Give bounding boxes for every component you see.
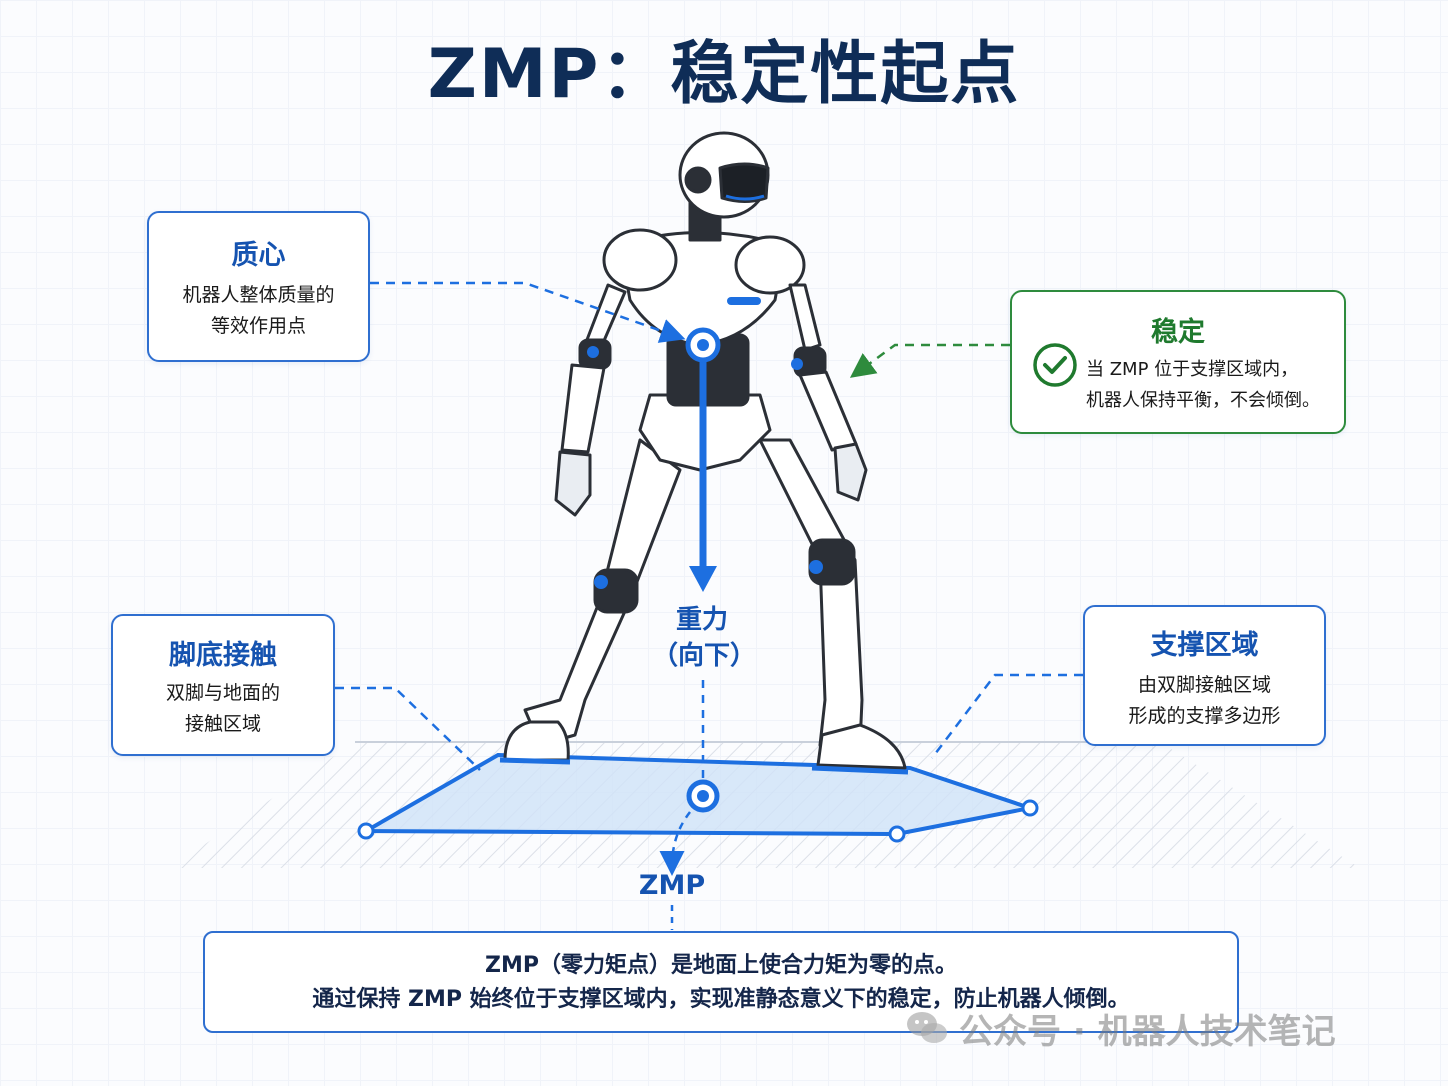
stable-card: 稳定 当 ZMP 位于支撑区域内， 机器人保持平衡，不会倾倒。 (1010, 290, 1346, 434)
zmp-label: ZMP (638, 870, 706, 901)
foot-card-title: 脚底接触 (169, 640, 277, 671)
definition-line1: ZMP（零力矩点）是地面上使合力矩为零的点。 (485, 953, 957, 978)
stable-card-line2: 机器人保持平衡，不会倾倒。 (1086, 390, 1320, 411)
zmp-pointer-line (659, 811, 691, 876)
support-region-card: 支撑区域 由双脚接触区域 形成的支撑多边形 (1083, 605, 1326, 746)
wechat-icon (907, 1012, 947, 1043)
foot-card-body: 双脚与地面的 接触区域 (165, 682, 280, 735)
definition-line2: 通过保持 ZMP 始终位于支撑区域内，实现准静态意义下的稳定，防止机器人倾倒。 (312, 987, 1130, 1012)
support-leader-line (931, 673, 1083, 759)
support-card-body: 由双脚接触区域 形成的支撑多边形 (1128, 674, 1281, 727)
right-knee-joint (808, 538, 856, 586)
zmp-definition-card: ZMP（零力矩点）是地面上使合力矩为零的点。 通过保持 ZMP 始终位于支撑区域… (203, 931, 1239, 1033)
zmp-point-marker (686, 779, 720, 813)
watermark-text: 公众号 · 机器人技术笔记 (959, 1011, 1336, 1052)
stable-card-title: 稳定 (1151, 317, 1205, 348)
stable-leader-line (849, 343, 1010, 378)
page-title: ZMP：稳定性起点 (427, 35, 1021, 114)
support-card-title: 支撑区域 (1150, 630, 1259, 661)
center-of-mass-marker (685, 327, 721, 363)
foot-leader-line (335, 686, 481, 771)
gravity-arrow (689, 345, 717, 592)
stable-card-line1: 当 ZMP 位于支撑区域内， (1086, 359, 1299, 380)
gravity-label: 重力 （向下） (652, 605, 757, 671)
polygon-vertex (357, 822, 375, 840)
polygon-vertex (1021, 799, 1039, 817)
foot-contact-card: 脚底接触 双脚与地面的 接触区域 (111, 614, 335, 756)
com-card-body: 机器人整体质量的 等效作用点 (182, 284, 335, 337)
polygon-vertex (888, 825, 906, 843)
check-circle-icon (1033, 343, 1077, 387)
center-of-mass-card: 质心 机器人整体质量的 等效作用点 (147, 211, 370, 362)
right-foot (816, 723, 907, 770)
com-leader-line (370, 281, 686, 343)
left-foot (503, 720, 570, 762)
com-card-title: 质心 (231, 240, 286, 271)
watermark: 公众号 · 机器人技术笔记 (905, 1006, 1336, 1052)
robot-figure (499, 131, 909, 775)
